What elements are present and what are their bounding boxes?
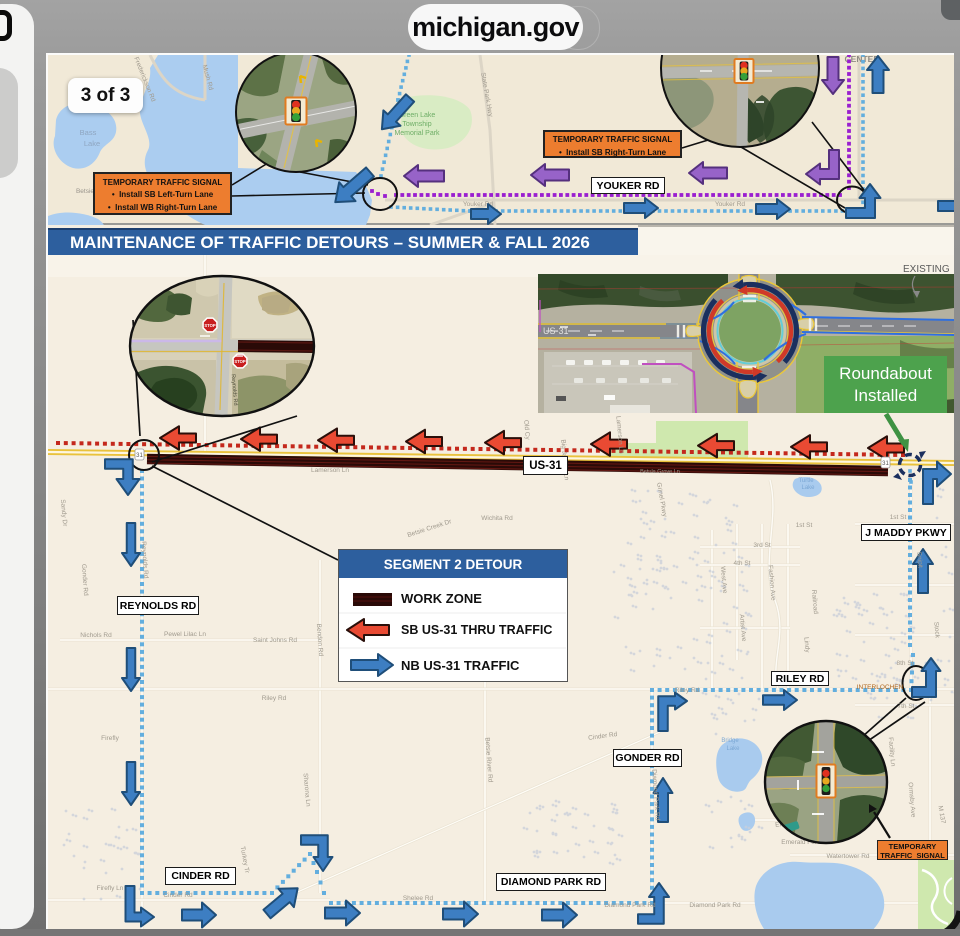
svg-text:Fashion Ave: Fashion Ave (766, 565, 776, 602)
svg-text:Cinder Rd: Cinder Rd (163, 892, 193, 899)
svg-text:Old Cy: Old Cy (522, 420, 531, 441)
svg-text:Betula Grove Ln: Betula Grove Ln (640, 469, 680, 475)
svg-text:Bridge: Bridge (721, 738, 739, 744)
svg-text:Pewel Lilac Ln: Pewel Lilac Ln (164, 631, 206, 638)
svg-text:West Ave: West Ave (719, 566, 728, 594)
svg-text:Grinel Pkwy: Grinel Pkwy (655, 482, 668, 518)
svg-text:Sandy Dr: Sandy Dr (59, 499, 68, 527)
svg-text:Emerald Forest Ln: Emerald Forest Ln (781, 839, 835, 846)
svg-text:Turtle: Turtle (798, 478, 814, 484)
svg-text:CENTER: CENTER (845, 54, 880, 64)
svg-text:Turkey Tr: Turkey Tr (239, 846, 251, 875)
svg-text:Firefly: Firefly (101, 735, 119, 742)
svg-text:Lake: Lake (84, 139, 100, 148)
svg-text:EXISTING: EXISTING (903, 264, 950, 275)
svg-text:4th St: 4th St (734, 560, 751, 567)
svg-text:Saint Johns Rd: Saint Johns Rd (253, 637, 297, 644)
svg-text:Diamond Park Rd: Diamond Park Rd (650, 769, 661, 821)
svg-text:Watertower Rd: Watertower Rd (826, 853, 869, 860)
svg-text:Lamerson Ln: Lamerson Ln (614, 416, 624, 455)
svg-text:Reynolds Rd: Reynolds Rd (230, 374, 239, 406)
svg-text:Riley Rd: Riley Rd (262, 695, 287, 702)
svg-text:Facility Ln: Facility Ln (887, 737, 897, 767)
svg-text:Betsie Creek Dr: Betsie Creek Dr (407, 518, 454, 539)
svg-text:Wichita Rd: Wichita Rd (481, 515, 513, 522)
svg-text:STOP: STOP (204, 323, 216, 328)
svg-text:State Park Hwy: State Park Hwy (479, 72, 494, 118)
svg-text:STOP: STOP (234, 359, 246, 364)
svg-text:8th St: 8th St (897, 660, 914, 667)
svg-text:Township: Township (402, 121, 431, 128)
svg-text:M 137: M 137 (936, 805, 946, 824)
svg-text:Green Lake: Green Lake (399, 112, 436, 119)
svg-text:Cinder Rd: Cinder Rd (588, 731, 618, 742)
svg-text:31: 31 (136, 453, 143, 459)
svg-text:Shelee Rd: Shelee Rd (403, 895, 434, 902)
svg-text:Gonder Rd: Gonder Rd (80, 564, 89, 597)
svg-text:Lake: Lake (801, 485, 815, 491)
svg-text:Lamerson Ln: Lamerson Ln (311, 467, 349, 474)
svg-text:Artist Ave: Artist Ave (738, 614, 747, 642)
svg-text:Nichols Rd: Nichols Rd (80, 632, 112, 639)
svg-text:Reynolds Rd: Reynolds Rd (140, 541, 150, 579)
svg-text:Bass: Bass (80, 128, 97, 137)
svg-text:Ormsby Ave: Ormsby Ave (906, 782, 916, 818)
svg-text:31: 31 (882, 461, 889, 467)
svg-text:Betsie: Betsie (76, 188, 94, 195)
svg-text:1st St: 1st St (890, 514, 907, 521)
svg-text:INTERLOCHEN: INTERLOCHEN (857, 684, 904, 691)
svg-text:Stock: Stock (932, 621, 940, 639)
svg-text:1st St: 1st St (796, 522, 813, 529)
svg-text:Bendon Rd: Bendon Rd (315, 623, 324, 656)
svg-text:Youker Rd: Youker Rd (463, 201, 493, 208)
svg-text:3rd St: 3rd St (753, 542, 771, 549)
svg-text:Betsie River Rd: Betsie River Rd (483, 737, 493, 783)
svg-text:Youker Rd: Youker Rd (715, 201, 745, 208)
svg-text:Diamond Park Rd: Diamond Park Rd (604, 902, 656, 909)
svg-text:Firefly Ln: Firefly Ln (97, 885, 124, 892)
svg-text:Riley Rd: Riley Rd (675, 687, 700, 694)
svg-text:Lake: Lake (726, 746, 740, 752)
svg-text:Railroad: Railroad (810, 590, 819, 615)
svg-text:Sharona Ln: Sharona Ln (302, 773, 312, 807)
svg-text:Snipit: Snipit (915, 551, 923, 568)
svg-text:Lindy: Lindy (802, 637, 810, 654)
svg-text:Memorial Park: Memorial Park (394, 130, 440, 137)
svg-text:US-31: US-31 (543, 326, 569, 336)
svg-text:Diamond Park Rd: Diamond Park Rd (689, 902, 741, 909)
svg-text:7th St: 7th St (898, 703, 915, 710)
